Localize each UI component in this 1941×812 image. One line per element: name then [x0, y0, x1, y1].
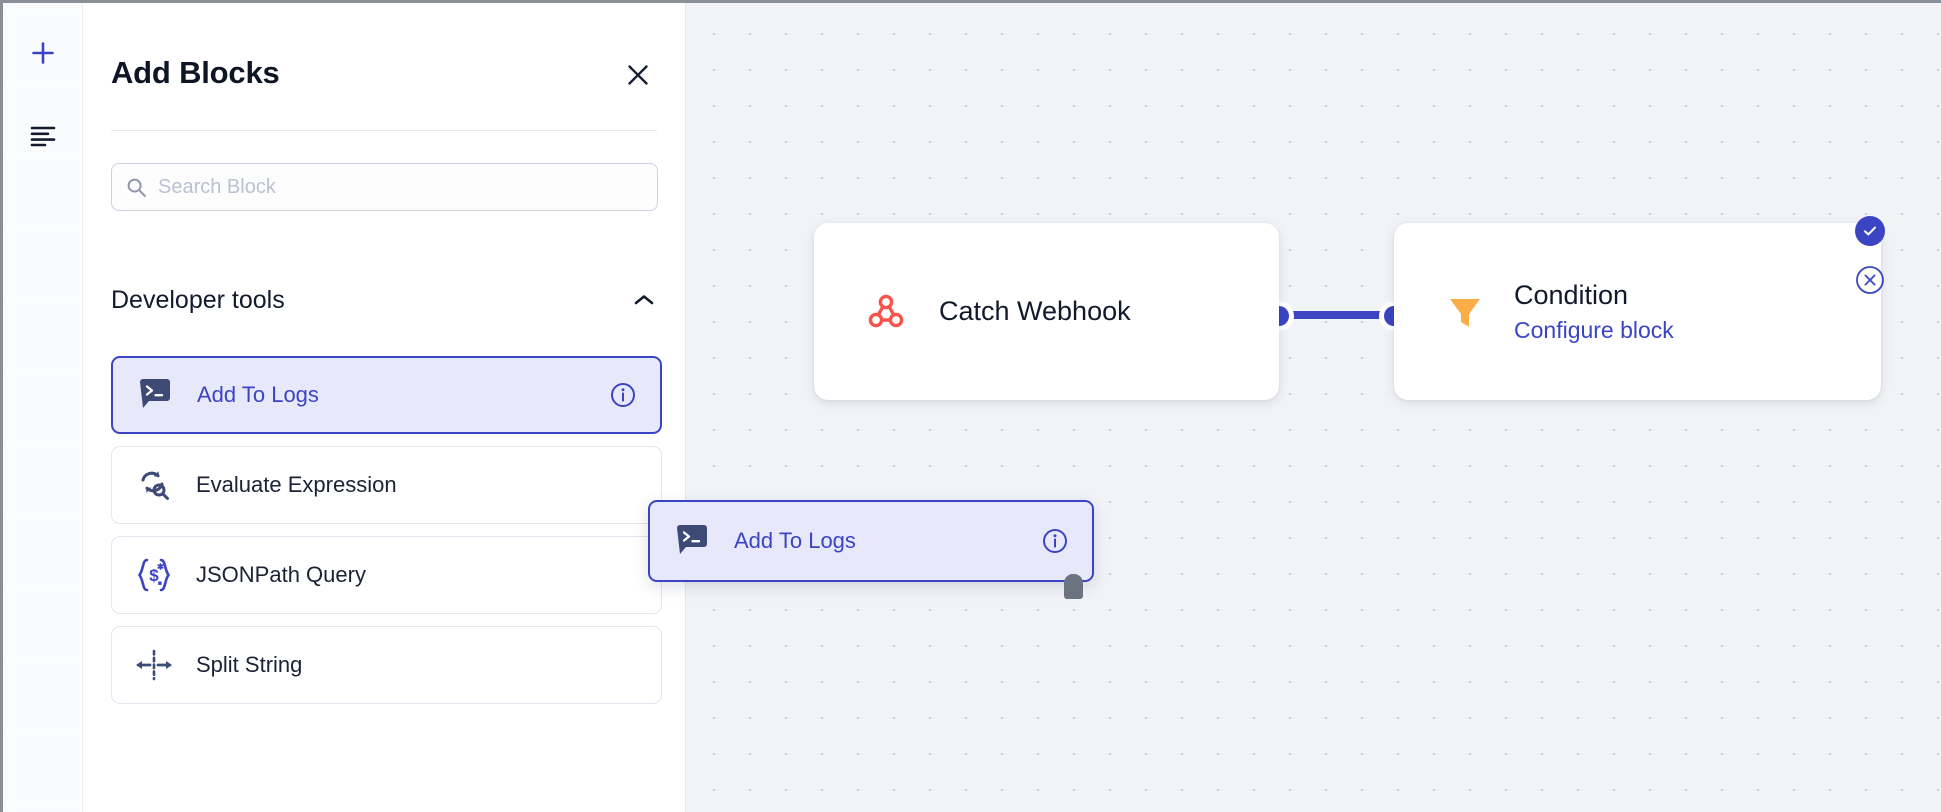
- json-braces-glyph: $: [137, 558, 171, 592]
- add-blocks-panel: Add Blocks Developer tools: [83, 3, 686, 812]
- funnel-glyph: [1450, 298, 1480, 327]
- node-condition[interactable]: Condition Configure block: [1394, 223, 1881, 400]
- check-icon: [1864, 226, 1876, 236]
- search-block-field[interactable]: [111, 163, 658, 211]
- drag-cursor-handle: [1064, 574, 1083, 599]
- terminal-bubble-icon: [672, 521, 712, 561]
- search-input[interactable]: [158, 175, 643, 199]
- close-x-icon: [628, 65, 648, 85]
- terminal-bubble-glyph: [140, 379, 170, 408]
- info-icon[interactable]: [1040, 526, 1070, 556]
- filter-funnel-icon: [1442, 289, 1488, 335]
- block-item-split-string[interactable]: Split String: [111, 626, 662, 704]
- page-title: Add Blocks: [111, 55, 280, 90]
- align-left-icon: [30, 126, 55, 147]
- split-arrows-glyph: [136, 649, 172, 681]
- svg-text:$: $: [149, 566, 159, 585]
- dragging-block-label: Add To Logs: [734, 528, 856, 553]
- block-item-evaluate-expression[interactable]: Evaluate Expression: [111, 446, 662, 524]
- webhook-icon: [863, 289, 909, 335]
- refresh-search-glyph: [141, 471, 169, 500]
- split-arrows-icon: [134, 645, 174, 685]
- plus-icon: [31, 42, 54, 64]
- flow-edge: [1282, 311, 1392, 319]
- chevron-up-glyph: [634, 295, 654, 305]
- list-icon[interactable]: [22, 115, 64, 157]
- info-icon[interactable]: [608, 380, 638, 410]
- terminal-bubble-icon: [135, 375, 175, 415]
- json-braces-icon: $: [134, 555, 174, 595]
- node-text-group: Condition Configure block: [1514, 280, 1674, 344]
- node-confirm-badge[interactable]: [1855, 216, 1885, 246]
- block-item-add-to-logs[interactable]: Add To Logs: [111, 356, 662, 434]
- info-circle-glyph: [1043, 529, 1067, 553]
- close-icon[interactable]: [621, 58, 655, 92]
- search-icon: [127, 178, 146, 197]
- node-remove-badge[interactable]: [1855, 265, 1885, 295]
- node-title: Catch Webhook: [939, 296, 1131, 326]
- panel-header: Add Blocks: [83, 3, 685, 131]
- webhook-glyph: [868, 294, 904, 327]
- section-developer-tools[interactable]: Developer tools: [111, 280, 658, 320]
- close-circle-icon: [1856, 266, 1884, 294]
- section-title: Developer tools: [111, 285, 285, 314]
- node-catch-webhook[interactable]: Catch Webhook: [814, 223, 1279, 400]
- block-list: Add To Logs: [111, 356, 662, 716]
- block-item-label: Evaluate Expression: [196, 472, 397, 497]
- refresh-search-icon: [134, 465, 174, 505]
- info-circle-glyph: [611, 383, 635, 407]
- block-item-label: JSONPath Query: [196, 562, 366, 587]
- block-item-jsonpath-query[interactable]: $ JSONPath Query: [111, 536, 662, 614]
- terminal-bubble-glyph: [677, 525, 707, 554]
- left-icon-rail: [3, 3, 83, 812]
- flow-canvas[interactable]: Catch Webhook Condition Configure block: [686, 3, 1941, 812]
- chevron-up-icon[interactable]: [630, 286, 658, 314]
- header-divider: [111, 130, 657, 131]
- node-title: Condition: [1514, 279, 1629, 310]
- block-item-label: Add To Logs: [197, 382, 319, 407]
- add-icon[interactable]: [22, 32, 64, 74]
- configure-block-link[interactable]: Configure block: [1514, 316, 1674, 343]
- block-item-label: Split String: [196, 652, 303, 677]
- dragging-block-add-to-logs[interactable]: Add To Logs: [648, 500, 1094, 582]
